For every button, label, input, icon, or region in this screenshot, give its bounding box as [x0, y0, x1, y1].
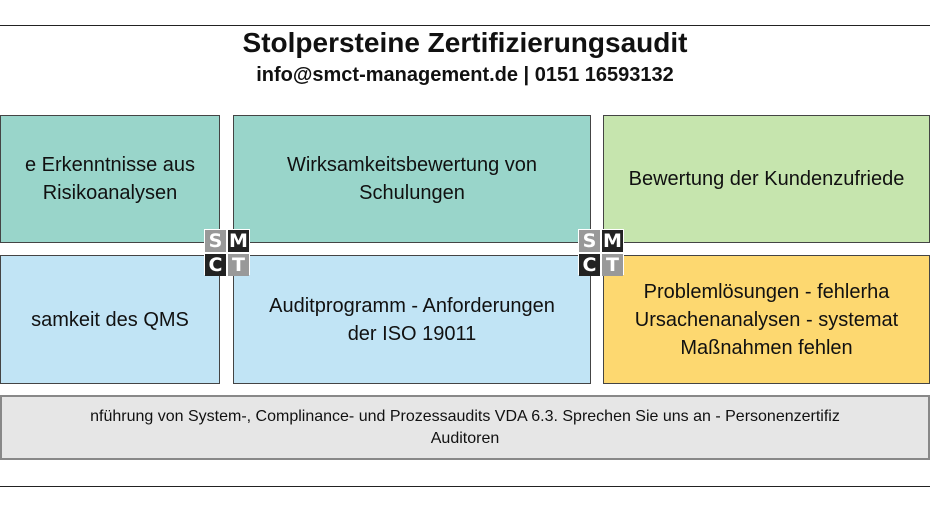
- smct-logo: S M C T: [204, 229, 250, 276]
- box-text: samkeit des QMS: [31, 308, 189, 331]
- smct-logo: S M C T: [578, 229, 624, 276]
- box-customer-satisfaction: Bewertung der Kundenzufriede: [603, 115, 930, 243]
- box-text: Maßnahmen fehlen: [680, 336, 853, 359]
- top-divider: [0, 25, 930, 26]
- box-risk-analysis: e Erkenntnisse aus Risikoanalysen: [0, 115, 220, 243]
- logo-letter: C: [579, 254, 600, 276]
- box-qms-effectiveness: samkeit des QMS: [0, 255, 220, 384]
- logo-letter: S: [205, 230, 226, 252]
- logo-letter: M: [602, 230, 623, 252]
- box-problem-solving: Problemlösungen - fehlerha Ursachenanaly…: [603, 255, 930, 384]
- contact-line: info@smct-management.de | 0151 16593132: [256, 64, 674, 86]
- box-text: Auditprogramm - Anforderungen: [269, 294, 555, 317]
- box-audit-program: Auditprogramm - Anforderungen der ISO 19…: [233, 255, 591, 384]
- logo-letter: T: [228, 254, 249, 276]
- box-text: Ursachenanalysen - systemat: [634, 308, 899, 331]
- box-text: Bewertung der Kundenzufriede: [628, 168, 905, 190]
- bottom-divider: [0, 486, 930, 487]
- box-text: e Erkenntnisse aus: [24, 154, 196, 176]
- logo-letter: C: [205, 254, 226, 276]
- box-training-effectiveness: Wirksamkeitsbewertung von Schulungen: [233, 115, 591, 243]
- banner-text: nführung von System-, Complinance- und P…: [90, 407, 840, 425]
- logo-letter: T: [602, 254, 623, 276]
- logo-letter: S: [579, 230, 600, 252]
- box-text: Risikoanalysen: [42, 182, 178, 204]
- box-text: Wirksamkeitsbewertung von: [286, 154, 538, 176]
- box-text: Schulungen: [359, 182, 465, 204]
- info-banner: nführung von System-, Complinance- und P…: [0, 395, 930, 460]
- page-title: Stolpersteine Zertifizierungsaudit: [242, 27, 688, 58]
- box-text: Problemlösungen - fehlerha: [643, 280, 890, 303]
- banner-text: Auditoren: [430, 429, 500, 447]
- logo-letter: M: [228, 230, 249, 252]
- box-text: der ISO 19011: [347, 322, 477, 345]
